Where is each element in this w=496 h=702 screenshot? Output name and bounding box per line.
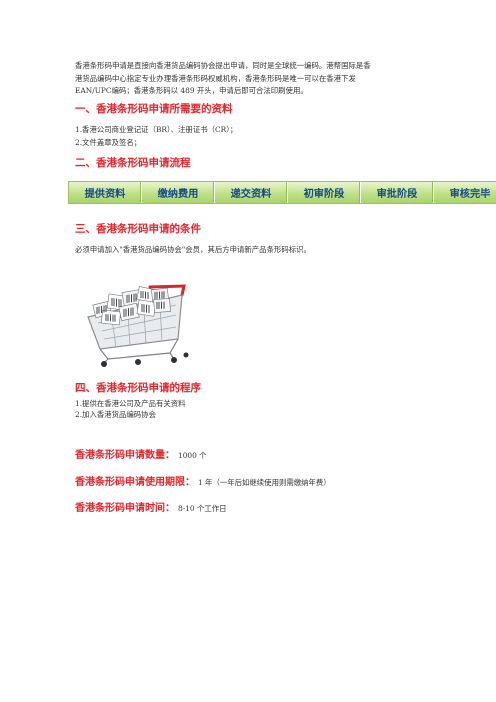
fact-value: 1 年（一年后如继续使用则需缴纳年费）	[198, 478, 331, 487]
section-1-item: 1.香港公司商业登记证（BR）、注册证书（CR）；	[75, 125, 238, 134]
step-pay-fees: 缴纳费用	[142, 182, 215, 203]
section-3-heading: 三、香港条形码申请的条件	[75, 223, 201, 235]
section-1-heading: 一、香港条形码申请所需要的资料	[75, 103, 233, 115]
fact-value: 8-10 个工作日	[178, 504, 227, 513]
intro-line: EAN/UPC编码；香港条形码以 489 开头，申请后即可合法印刷使用。	[75, 86, 308, 95]
intro-line: 港货品编码中心指定专业办理香港条形码权威机构，香港条形码是唯一可以在香港下发	[75, 73, 356, 83]
step-approval: 审批阶段	[361, 182, 434, 203]
fact-processing-time: 香港条形码申请时间：8-10 个工作日	[75, 496, 227, 515]
fact-value: 1000 个	[178, 451, 207, 460]
process-steps-bar: 提供资料 缴纳费用 递交资料 初审阶段 审批阶段 审核完毕	[68, 181, 496, 204]
section-4-heading: 四、香港条形码申请的程序	[75, 382, 201, 394]
step-review-complete: 审核完毕	[449, 189, 491, 200]
section-4-item: 1.提供在香港公司及产品有关资料	[75, 399, 186, 408]
fact-validity: 香港条形码申请使用期限：1 年（一年后如继续使用则需缴纳年费）	[75, 470, 331, 489]
step-initial-review: 初审阶段	[288, 182, 361, 203]
intro-line: 香港条形码申请是直接向香港货品编码协会提出申请，同时是全球统一编码。港帮国际是香	[75, 61, 371, 70]
fact-label: 香港条形码申请数量：	[75, 450, 175, 461]
step-provide-docs: 提供资料	[69, 182, 142, 203]
section-3-text: 必须申请加入"香港货品编码协会"会员，其后方申请新产品条形码标识。	[75, 245, 311, 254]
section-2-heading: 二、香港条形码申请流程	[75, 157, 191, 169]
fact-label: 香港条形码申请使用期限：	[75, 477, 195, 488]
step-submit-docs: 递交资料	[215, 182, 288, 203]
shopping-cart-barcode-image	[87, 284, 189, 367]
fact-quantity: 香港条形码申请数量：1000 个	[75, 443, 207, 462]
section-1-item: 2.文件盖章及签名；	[75, 138, 142, 147]
section-4-item: 2.加入香港货品编码协会	[75, 410, 156, 419]
intro-paragraph: 香港条形码申请是直接向香港货品编码协会提出申请，同时是全球统一编码。港帮国际是香…	[75, 60, 435, 98]
fact-label: 香港条形码申请时间：	[75, 503, 175, 514]
